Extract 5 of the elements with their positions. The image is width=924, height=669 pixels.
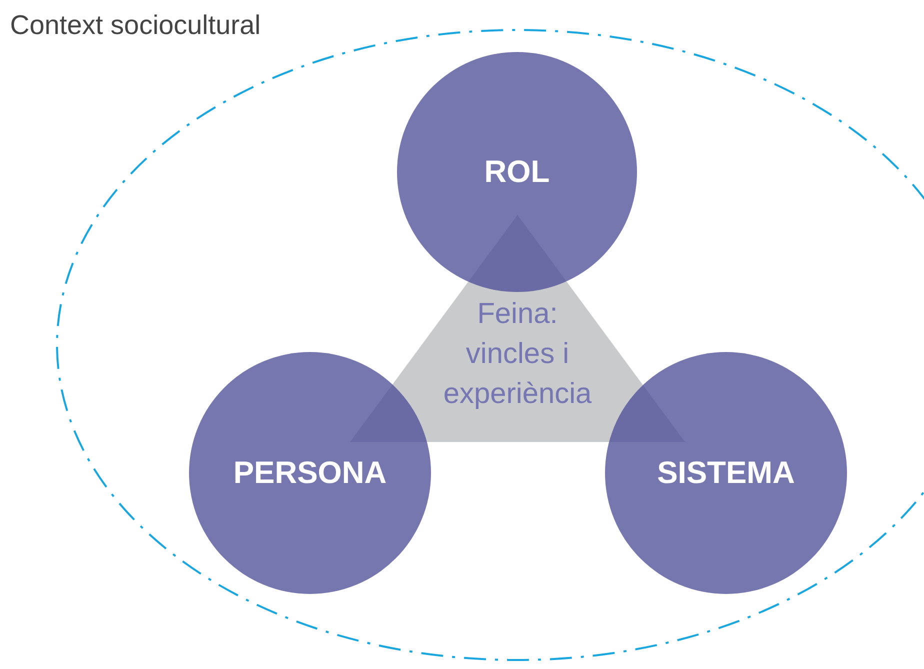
context-heading: Context sociocultural (10, 10, 261, 41)
circle-label: SISTEMA (657, 455, 795, 491)
triangle-label: Feina: vincles i experiència (442, 296, 593, 412)
circle-label: PERSONA (233, 455, 387, 491)
circle-label: ROL (484, 154, 550, 190)
